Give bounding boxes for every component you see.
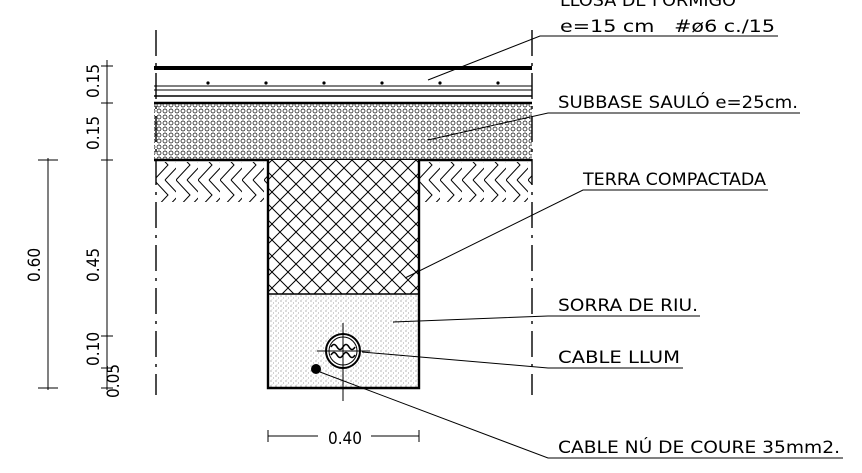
rebar-dot xyxy=(206,81,210,85)
trench-fill xyxy=(266,160,421,390)
dimension-sand: 0.10 xyxy=(84,332,104,366)
label-slab-spec: e=15 cm #ø6 c./15 xyxy=(560,17,775,37)
dimension-bedding: 0.05 xyxy=(104,364,124,398)
copper-cable-dot xyxy=(311,364,321,374)
label-compacted-earth: TERRA COMPACTADA xyxy=(582,170,767,190)
label-subbase: SUBBASE SAULÓ e=25cm. xyxy=(558,91,798,113)
slab-rebar xyxy=(206,81,500,85)
rebar-dot xyxy=(496,81,500,85)
rebar-dot xyxy=(264,81,268,85)
label-light-cable: CABLE LLUM xyxy=(558,348,680,368)
leader-lines xyxy=(319,35,843,459)
rebar-dot xyxy=(322,81,326,85)
width-dimension xyxy=(267,430,420,442)
limit-lines xyxy=(155,30,533,395)
label-copper-cable: CABLE NÚ DE COURE 35mm2. xyxy=(558,436,840,458)
label-slab-title: LLOSA DE FORMIGÓ xyxy=(560,0,736,11)
subbase-layer xyxy=(154,101,532,162)
dimension-trench-width: 0.40 xyxy=(328,429,362,449)
dimension-total-depth: 0.60 xyxy=(25,248,45,282)
dimension-fill: 0.45 xyxy=(84,248,104,282)
label-river-sand: SORRA DE RIU. xyxy=(558,296,698,316)
light-cable-conduit xyxy=(317,323,370,401)
rebar-dot xyxy=(438,81,442,85)
concrete-slab xyxy=(154,66,532,97)
compacted-earth-hatch xyxy=(156,162,532,202)
dimension-slab: 0.15 xyxy=(84,64,104,98)
vertical-dimension-lines xyxy=(38,60,113,390)
dimension-subbase: 0.15 xyxy=(84,116,104,150)
rebar-dot xyxy=(380,81,384,85)
